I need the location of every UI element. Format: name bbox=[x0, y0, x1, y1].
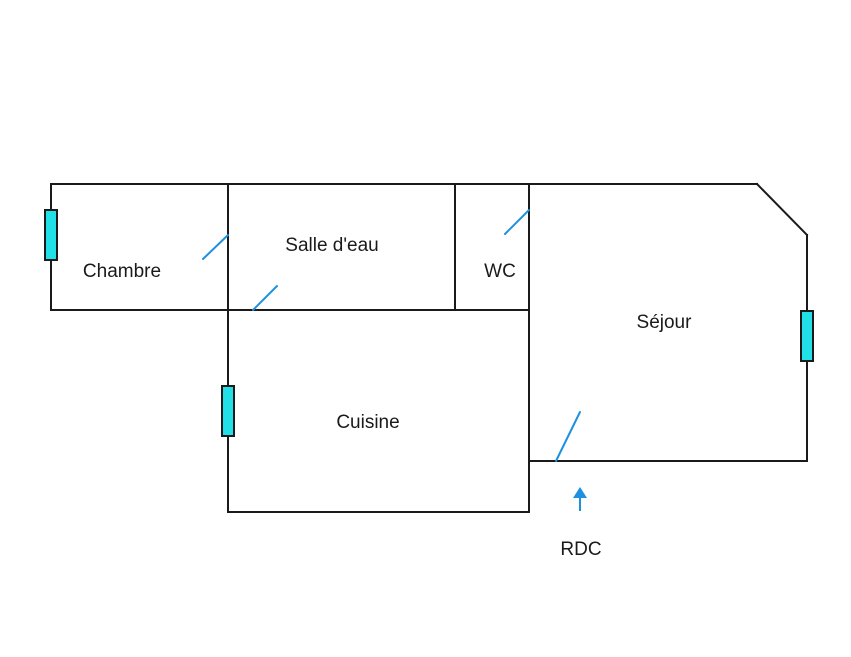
window-cuisine bbox=[221, 385, 235, 437]
window-chambre bbox=[44, 209, 58, 261]
entrance-arrow-icon bbox=[573, 487, 587, 511]
level-label: RDC bbox=[560, 539, 601, 560]
room-label-salle-deau: Salle d'eau bbox=[285, 235, 378, 256]
door-sejour-entrance bbox=[555, 411, 581, 462]
room-label-chambre: Chambre bbox=[83, 261, 161, 282]
door-salle-deau bbox=[252, 285, 278, 311]
room-label-wc: WC bbox=[484, 261, 516, 282]
wall-diagonal bbox=[755, 182, 809, 237]
walls bbox=[50, 182, 809, 513]
door-chambre bbox=[202, 234, 229, 260]
door-wc bbox=[504, 209, 530, 235]
room-label-cuisine: Cuisine bbox=[336, 412, 399, 433]
room-label-sejour: Séjour bbox=[637, 312, 693, 333]
windows bbox=[44, 209, 814, 437]
doors bbox=[202, 209, 581, 462]
window-sejour bbox=[800, 310, 814, 362]
